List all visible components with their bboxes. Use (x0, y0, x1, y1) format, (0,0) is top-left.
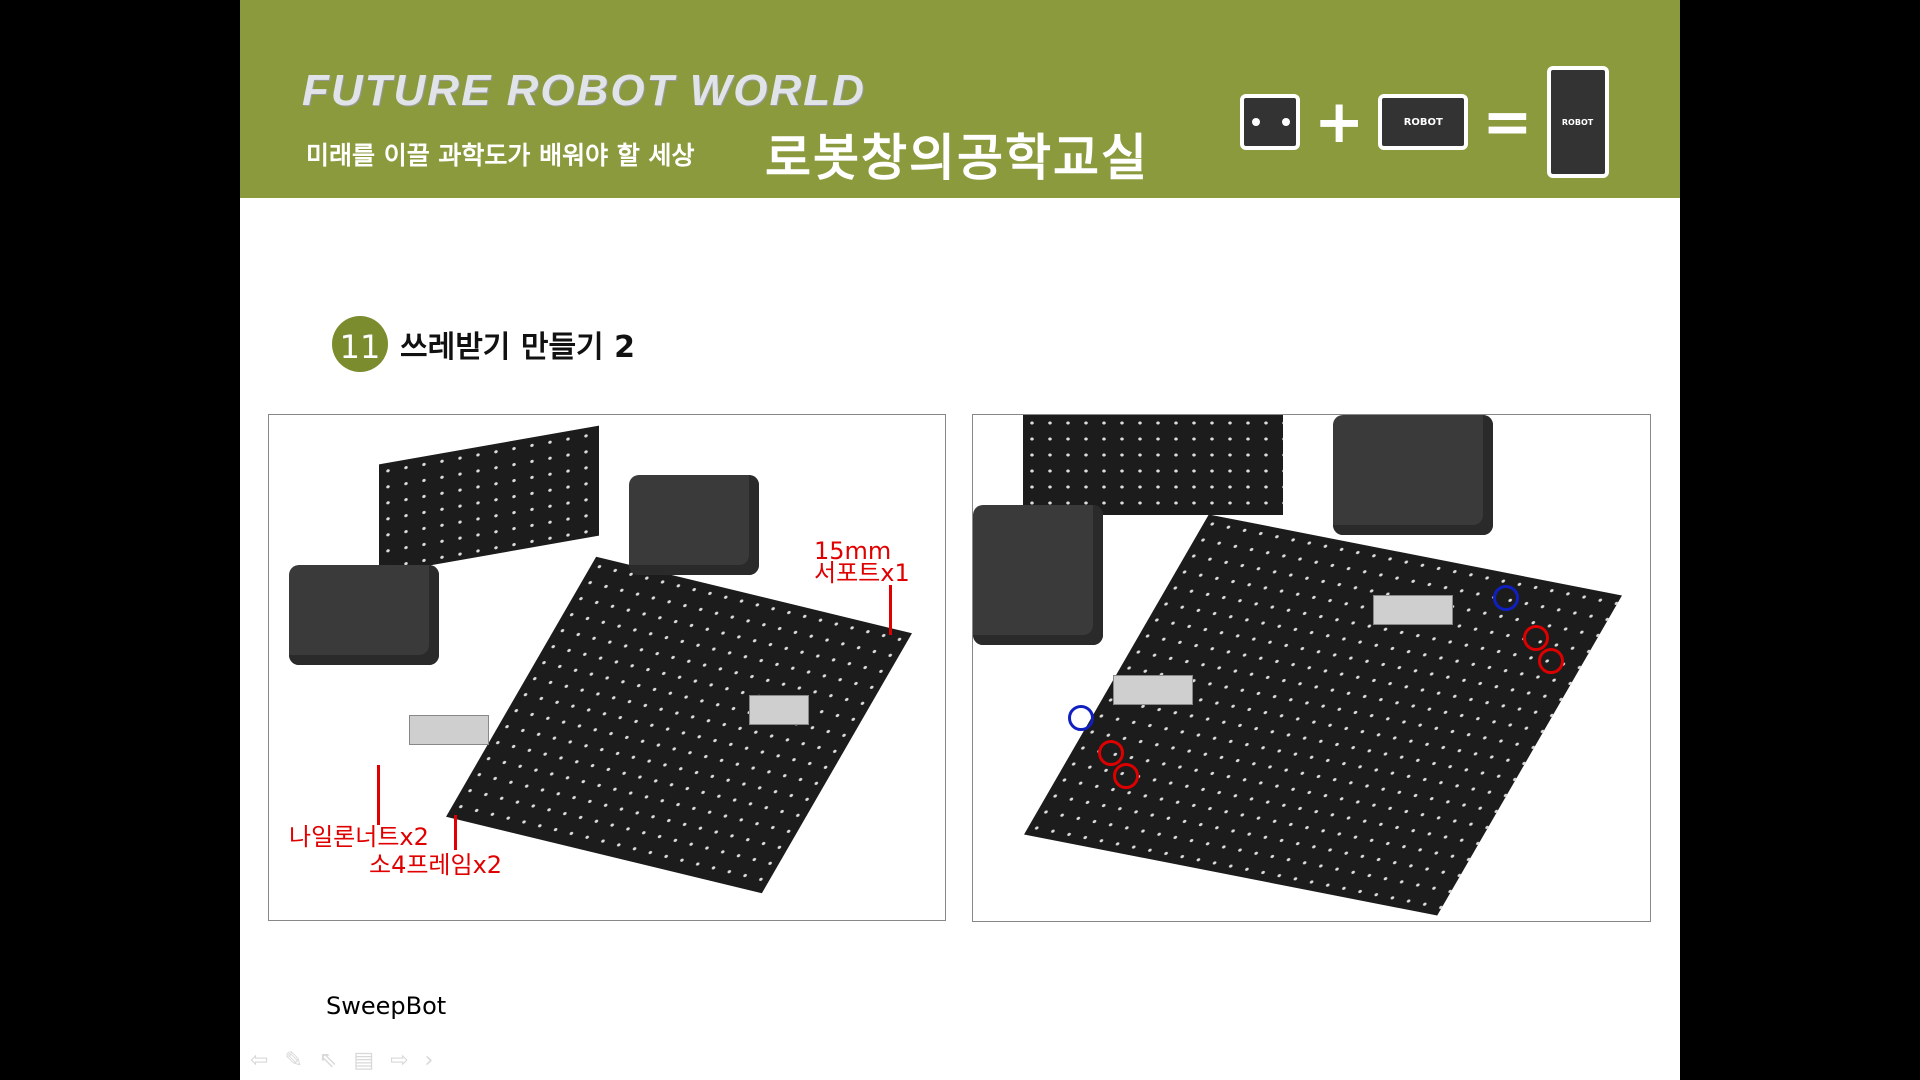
pointer-icon[interactable]: ⇖ (318, 1048, 338, 1073)
servo-motor (1333, 415, 1493, 535)
robot-icon: ROBOT (1546, 66, 1609, 178)
slide: FUTURE ROBOT WORLD 미래를 이끌 과학도가 배워야 할 세상 … (240, 0, 1680, 1080)
back-plate (379, 425, 599, 575)
assembly-image-result (972, 414, 1651, 922)
servo-motor (629, 475, 759, 575)
previous-slide-icon[interactable]: ⇦ (250, 1048, 269, 1073)
brand-logo: FUTURE ROBOT WORLD (302, 66, 866, 115)
step-title: 쓰레받기 만들기 2 (400, 330, 635, 365)
robot-equation-logo: + ROBOT = ROBOT (1240, 66, 1609, 178)
arrow (889, 585, 892, 635)
highlight-circle (1538, 648, 1564, 674)
back-plate (1023, 415, 1283, 515)
equals-sign: = (1482, 87, 1533, 157)
step-number-badge: 11 (332, 316, 388, 372)
highlight-circle (1523, 625, 1549, 651)
pen-icon[interactable]: ✎ (284, 1048, 303, 1073)
bracket (749, 695, 809, 725)
next-slide-icon[interactable]: ⇨ (390, 1048, 409, 1073)
tagline: 미래를 이끌 과학도가 배워야 할 세상 (306, 141, 695, 170)
plus-sign: + (1314, 87, 1365, 157)
assembly-image-parts: 15mm 서포트x1 나일론너트x2 소4프레임x2 (268, 414, 946, 921)
highlight-circle (1113, 763, 1139, 789)
slide-menu-icon[interactable]: ▤ (353, 1048, 375, 1073)
base-plate (1024, 514, 1622, 916)
class-name: 로봇창의공학교실 (765, 129, 1149, 187)
bracket (409, 715, 489, 745)
footer-text: SweepBot (326, 992, 447, 1020)
nut-label: 나일론너트x2 (289, 823, 429, 851)
arrow (454, 815, 457, 850)
servo-motor (973, 505, 1103, 645)
support-label: 15mm 서포트x1 (814, 537, 910, 587)
slideshow-controls: ⇦ ✎ ⇖ ▤ ⇨ › (250, 1048, 433, 1073)
frame-label: 소4프레임x2 (369, 851, 503, 879)
robot-head-icon (1240, 94, 1300, 150)
servo-motor (289, 565, 439, 665)
step-heading: 11 쓰레받기 만들기 2 (332, 316, 635, 372)
highlight-circle (1493, 585, 1519, 611)
more-options-icon[interactable]: › (424, 1048, 434, 1073)
highlight-circle (1068, 705, 1094, 731)
robot-body-icon: ROBOT (1378, 94, 1469, 150)
highlight-circle (1098, 740, 1124, 766)
bracket (1113, 675, 1193, 705)
bracket (1373, 595, 1453, 625)
base-plate (446, 556, 912, 894)
arrow (377, 765, 380, 825)
slide-header: FUTURE ROBOT WORLD 미래를 이끌 과학도가 배워야 할 세상 … (240, 0, 1680, 198)
